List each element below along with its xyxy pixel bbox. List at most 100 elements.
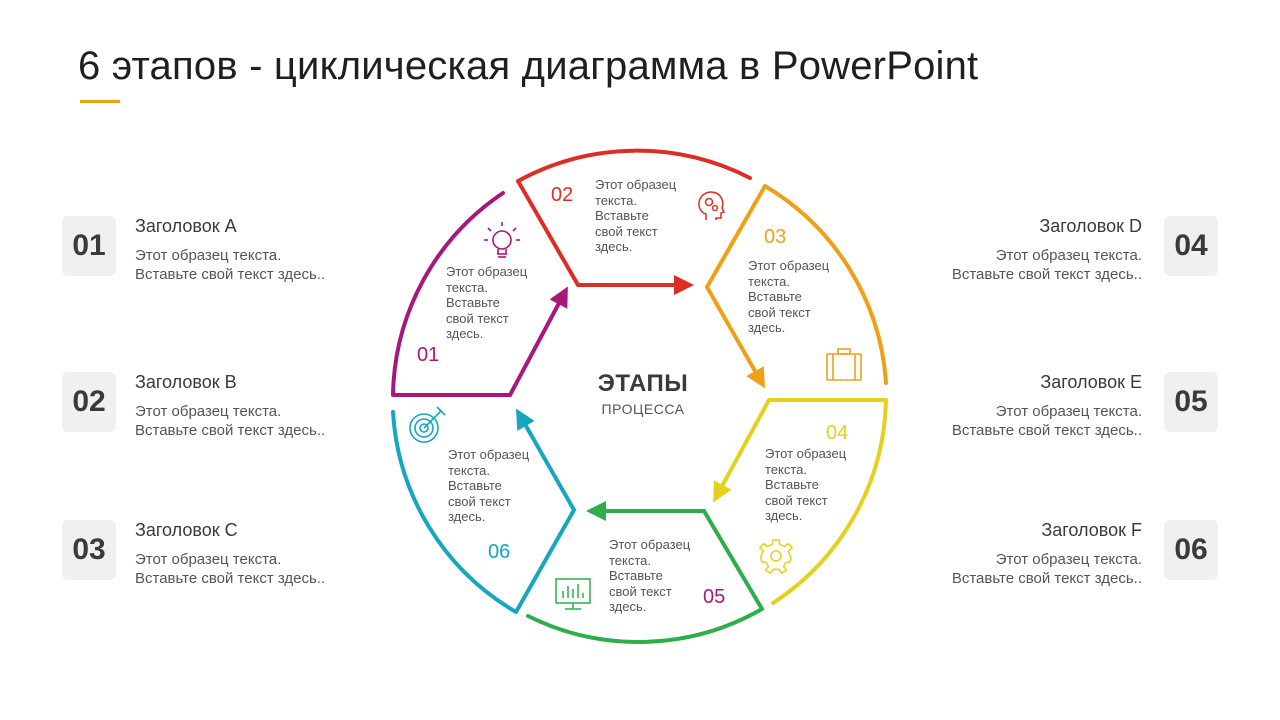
item-text-line-1: Этот образец текста.	[995, 403, 1142, 420]
target-icon	[409, 406, 446, 443]
lightbulb-icon	[484, 222, 520, 258]
title-underline	[80, 100, 120, 103]
stage-05-text: Этот образец текста. Вставьте свой текст…	[609, 537, 713, 615]
stage-text-line: Этот образец	[765, 446, 847, 461]
item-heading: Заголовок F	[1041, 520, 1142, 540]
stage-01-segment	[391, 191, 505, 397]
stage-text-line: Вставьте	[595, 208, 649, 223]
item-text-line-1: Этот образец текста.	[995, 551, 1142, 568]
side-item-03: 03 Заголовок C Этот образец текста. Вста…	[62, 520, 402, 600]
stage-text-line: Этот образец	[448, 447, 530, 462]
stage-01-text: Этот образец текста. Вставьте свой текст…	[446, 264, 550, 342]
stage-text-line: свой текст	[595, 223, 658, 239]
stage-06-segment	[391, 410, 518, 614]
stage-text-line: свой текст	[765, 492, 828, 508]
number-badge: 01	[62, 216, 116, 276]
stage-text-line: здесь.	[446, 326, 484, 341]
stage-04-arrow	[713, 398, 886, 503]
number-badge: 05	[1164, 372, 1218, 432]
stage-text-line: Этот образец	[446, 264, 528, 279]
stage-text-line: свой текст	[446, 310, 509, 326]
stage-text-line: свой текст	[748, 304, 811, 320]
stage-05-arrow	[586, 501, 764, 611]
stage-text-line: Вставьте	[748, 289, 802, 304]
stage-text-line: Вставьте	[448, 478, 502, 493]
item-text-line-1: Этот образец текста.	[135, 551, 282, 568]
item-text: Этот образец текста. Вставьте свой текст…	[135, 402, 325, 440]
stage-01-number: 01	[417, 344, 440, 366]
number-badge: 04	[1164, 216, 1218, 276]
item-text-line-1: Этот образец текста.	[995, 247, 1142, 264]
stage-03-arrow	[704, 185, 767, 389]
item-heading: Заголовок C	[135, 520, 238, 540]
stage-text-line: текста.	[765, 461, 808, 477]
item-text-line-2: Вставьте свой текст здесь..	[951, 266, 1142, 283]
stage-text-line: здесь.	[609, 599, 647, 614]
item-text-line-2: Вставьте свой текст здесь..	[951, 570, 1142, 587]
item-text-line-2: Вставьте свой текст здесь..	[135, 570, 326, 587]
head-gears-icon	[698, 191, 726, 220]
item-heading: Заголовок B	[135, 372, 237, 392]
stage-text-line: здесь.	[748, 320, 786, 335]
stage-text-line: здесь.	[448, 509, 486, 524]
side-item-04: 04 Заголовок D Этот образец текста. Вста…	[878, 216, 1218, 296]
stage-text-line: здесь.	[595, 239, 633, 254]
item-text: Этот образец текста. Вставьте свой текст…	[952, 550, 1142, 588]
stage-03-segment	[763, 184, 888, 385]
item-text-line-2: Вставьте свой текст здесь..	[135, 422, 326, 439]
stage-02-segment	[516, 148, 752, 183]
side-item-02: 02 Заголовок B Этот образец текста. Вста…	[62, 372, 402, 452]
stage-text-line: Этот образец	[609, 537, 691, 552]
stage-04-text: Этот образец текста. Вставьте свой текст…	[765, 446, 869, 524]
number-badge: 03	[62, 520, 116, 580]
stage-02-arrow	[516, 180, 694, 295]
stage-text-line: свой текст	[448, 493, 511, 509]
stage-03-text: Этот образец текста. Вставьте свой текст…	[748, 258, 852, 336]
stage-text-line: здесь.	[765, 508, 803, 523]
stage-05-number: 05	[703, 586, 726, 608]
stage-02-number: 02	[551, 184, 574, 206]
stage-text-line: Этот образец	[595, 177, 677, 192]
stage-text-line: Этот образец	[748, 258, 830, 273]
stage-text-line: Вставьте	[446, 295, 500, 310]
number-badge: 02	[62, 372, 116, 432]
item-heading: Заголовок D	[1039, 216, 1142, 236]
stage-text-line: текста.	[595, 192, 638, 208]
item-text: Этот образец текста. Вставьте свой текст…	[952, 402, 1142, 440]
center-subtitle: ПРОЦЕССА	[601, 401, 685, 417]
item-text-line-1: Этот образец текста.	[135, 247, 282, 264]
stage-04-segment	[771, 398, 888, 605]
side-item-06: 06 Заголовок F Этот образец текста. Вста…	[878, 520, 1218, 600]
stage-02-text: Этот образец текста. Вставьте свой текст…	[595, 177, 699, 255]
stage-01-arrow	[393, 286, 568, 397]
stage-text-line: Вставьте	[609, 568, 663, 583]
stage-text-line: текста.	[448, 462, 491, 478]
side-item-05: 05 Заголовок E Этот образец текста. Вста…	[878, 372, 1218, 452]
item-text-line-1: Этот образец текста.	[135, 403, 282, 420]
item-text-line-2: Вставьте свой текст здесь..	[951, 422, 1142, 439]
number-badge: 06	[1164, 520, 1218, 580]
stage-06-arrow	[514, 408, 577, 613]
item-heading: Заголовок A	[135, 216, 237, 236]
gear-icon	[758, 539, 794, 575]
item-heading: Заголовок E	[1040, 372, 1142, 392]
item-text: Этот образец текста. Вставьте свой текст…	[952, 246, 1142, 284]
stage-text-line: текста.	[748, 273, 791, 289]
stage-text-line: текста.	[446, 279, 489, 295]
center-title: ЭТАПЫ	[597, 370, 689, 397]
briefcase-icon	[826, 348, 862, 381]
stage-04-number: 04	[826, 422, 849, 444]
item-text: Этот образец текста. Вставьте свой текст…	[135, 246, 325, 284]
stage-text-line: Вставьте	[765, 477, 819, 492]
item-text-line-2: Вставьте свой текст здесь..	[135, 266, 326, 283]
stage-03-number: 03	[764, 226, 787, 248]
stage-06-text: Этот образец текста. Вставьте свой текст…	[448, 447, 552, 525]
stage-06-number: 06	[488, 541, 511, 563]
page-title: 6 этапов - циклическая диаграмма в Power…	[78, 44, 979, 88]
bar-chart-monitor-icon	[555, 578, 591, 610]
side-item-01: 01 Заголовок A Этот образец текста. Вста…	[62, 216, 402, 296]
item-text: Этот образец текста. Вставьте свой текст…	[135, 550, 325, 588]
stage-text-line: свой текст	[609, 583, 672, 599]
stage-05-segment	[526, 607, 764, 644]
